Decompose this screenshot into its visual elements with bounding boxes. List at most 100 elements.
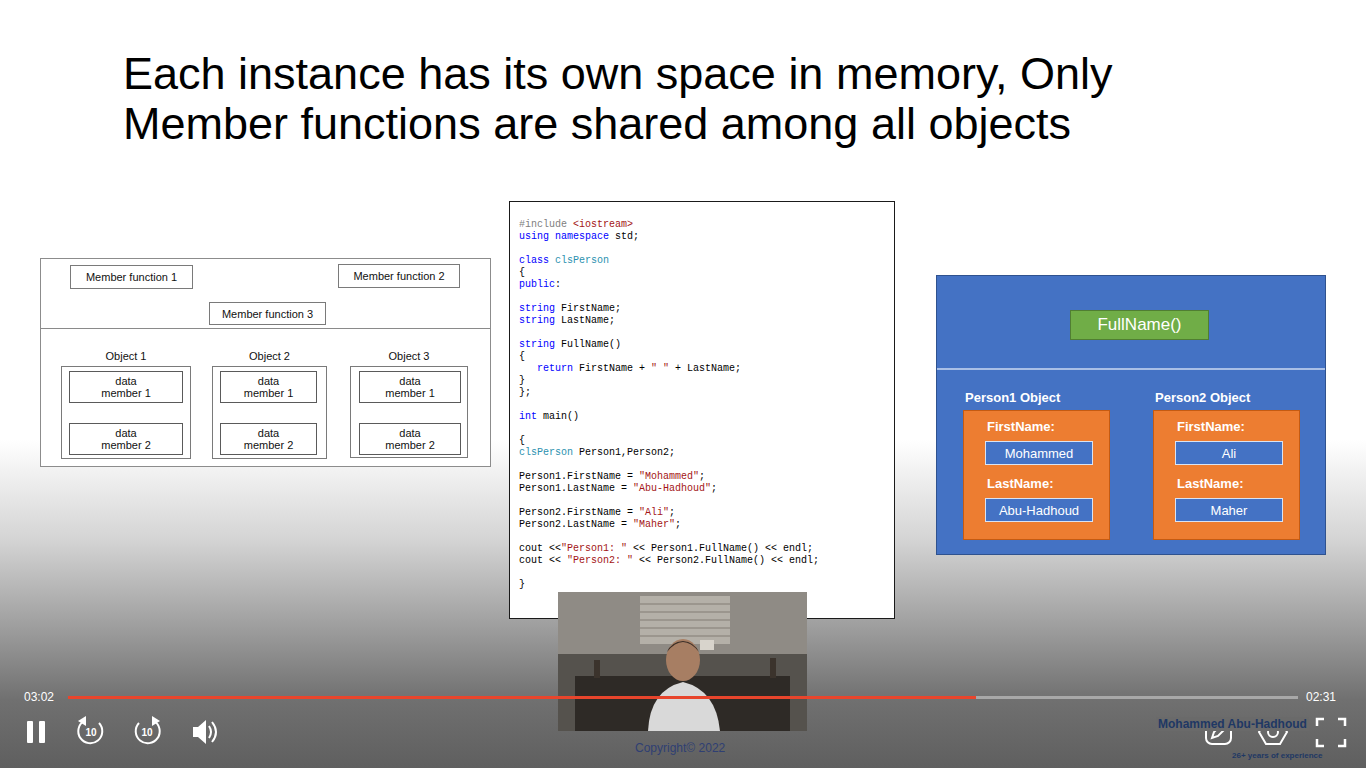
data-member-box: data member 1 bbox=[69, 371, 183, 403]
code-line: { bbox=[519, 351, 525, 363]
code-line: string LastName; bbox=[519, 315, 615, 327]
code-token: int bbox=[519, 411, 537, 422]
elapsed-time: 03:02 bbox=[24, 690, 54, 704]
code-token: "Person2: " bbox=[567, 555, 633, 566]
rewind-icon bbox=[78, 721, 102, 743]
code-line: #include <iostream> bbox=[519, 219, 633, 231]
memory-panel: FullName() Person1 ObjectFirstName: LastNa… bbox=[936, 275, 1326, 555]
value-box: Abu-Hadhoud bbox=[985, 498, 1093, 522]
code-line: }; bbox=[519, 387, 531, 399]
code-line: { bbox=[519, 435, 525, 447]
code-token: "Abu-Hadhoud" bbox=[633, 483, 711, 494]
box-label: data member 2 bbox=[242, 427, 296, 451]
box-label: Mohammed bbox=[1005, 446, 1074, 461]
object-box: Object 2data member 1data member 2 bbox=[212, 366, 327, 459]
code-line: class clsPerson bbox=[519, 255, 609, 267]
code-line: Person1.FirstName = "Mohammed"; bbox=[519, 471, 705, 483]
code-line: cout << "Person2: " << Person2.FullName(… bbox=[519, 555, 819, 567]
code-token: "Ali" bbox=[639, 507, 669, 518]
box-label: data member 1 bbox=[383, 375, 437, 399]
data-member-box: data member 1 bbox=[220, 371, 317, 403]
code-line: } bbox=[519, 579, 525, 591]
code-line: { bbox=[519, 267, 525, 279]
object-heading: Object 2 bbox=[213, 350, 326, 363]
box-label: data member 1 bbox=[99, 375, 153, 399]
code-token: class bbox=[519, 255, 549, 266]
box-label: Member function 2 bbox=[353, 270, 444, 282]
data-member-box: data member 2 bbox=[220, 423, 317, 455]
field-label: FirstName: bbox=[1177, 419, 1245, 435]
field-label: LastName: bbox=[987, 476, 1053, 492]
data-member-box: data member 1 bbox=[359, 371, 461, 403]
author-watermark: Mohammed Abu-Hadhoud bbox=[1156, 717, 1309, 731]
box-label: Ali bbox=[1222, 446, 1236, 461]
code-line: public: bbox=[519, 279, 561, 291]
code-token: "Mohammed" bbox=[639, 471, 699, 482]
field-label: LastName: bbox=[1177, 476, 1243, 492]
code-token: <iostream> bbox=[573, 219, 633, 230]
box-label: data member 2 bbox=[383, 427, 437, 451]
field-label: FirstName: bbox=[987, 419, 1055, 435]
code-token: string bbox=[519, 315, 555, 326]
value-box: Ali bbox=[1175, 441, 1283, 465]
value-box: Mohammed bbox=[985, 441, 1093, 465]
code-line: string FirstName; bbox=[519, 303, 621, 315]
data-member-box: data member 2 bbox=[69, 423, 183, 455]
object-box: Person1 ObjectFirstName:LastName:Mohamme… bbox=[963, 410, 1110, 540]
code-token: string bbox=[519, 303, 555, 314]
object-heading: Person2 Object bbox=[1155, 390, 1250, 406]
code-token: clsPerson bbox=[555, 255, 609, 266]
code-line: clsPerson Person1,Person2; bbox=[519, 447, 675, 459]
code-line: cout <<"Person1: " << Person1.FullName()… bbox=[519, 543, 813, 555]
code-token: public bbox=[519, 279, 555, 290]
object-heading: Person1 Object bbox=[965, 390, 1060, 406]
box-label: Member function 1 bbox=[86, 271, 177, 283]
box-label: Abu-Hadhoud bbox=[999, 503, 1079, 518]
code-token: clsPerson bbox=[519, 447, 573, 458]
forward-arrow bbox=[152, 716, 160, 726]
code-token: string bbox=[519, 339, 555, 350]
object-heading: Object 3 bbox=[351, 350, 467, 363]
code-line: int main() bbox=[519, 411, 579, 423]
fullscreen-icon bbox=[1317, 719, 1345, 746]
code-line: Person1.LastName = "Abu-Hadhoud"; bbox=[519, 483, 717, 495]
code-line: } bbox=[519, 375, 525, 387]
copyright-watermark: Copyright© 2022 bbox=[635, 741, 725, 755]
object-box: Object 1data member 1data member 2 bbox=[61, 366, 191, 459]
member-function-box: Member function 2 bbox=[338, 264, 460, 288]
code-line: using namespace std; bbox=[519, 231, 639, 243]
object-heading: Object 1 bbox=[62, 350, 190, 363]
code-listing: #include <iostream>using namespace std; c… bbox=[509, 201, 895, 619]
volume-icon bbox=[193, 720, 216, 744]
code-token: " " bbox=[651, 363, 669, 374]
box-label: Maher bbox=[1211, 503, 1248, 518]
box-label: FullName() bbox=[1097, 315, 1181, 335]
code-token: "Person1: " bbox=[561, 543, 627, 554]
box-label: Member function 3 bbox=[222, 308, 313, 320]
class-memory-panel: Member function 1 Member function 2 Member… bbox=[40, 258, 491, 467]
code-token: return bbox=[537, 363, 573, 374]
code-token: using namespace bbox=[519, 231, 609, 242]
member-function-box: Member function 1 bbox=[70, 265, 193, 289]
code-token: #include bbox=[519, 219, 567, 230]
slide-title: Each instance has its own space in memor… bbox=[123, 49, 1203, 149]
skip-seconds: 10 bbox=[135, 727, 159, 739]
data-member-box: data member 2 bbox=[359, 423, 461, 455]
code-line: return FirstName + " " + LastName; bbox=[519, 363, 741, 375]
code-token: "Maher" bbox=[633, 519, 675, 530]
author-experience: 26+ years of experience bbox=[1232, 751, 1323, 761]
pause-icon bbox=[27, 721, 45, 743]
object-box: Object 3data member 1data member 2 bbox=[350, 366, 468, 458]
code-line: string FullName() bbox=[519, 339, 621, 351]
shared-function-box: FullName() bbox=[1070, 310, 1209, 340]
code-line: Person2.FirstName = "Ali"; bbox=[519, 507, 675, 519]
value-box: Maher bbox=[1175, 498, 1283, 522]
code-line: Person2.LastName = "Maher"; bbox=[519, 519, 681, 531]
forward-icon bbox=[136, 721, 160, 743]
object-box: Person2 ObjectFirstName:LastName:AliMahe… bbox=[1153, 410, 1300, 540]
skip-seconds: 10 bbox=[79, 727, 103, 739]
rewind-arrow bbox=[78, 716, 86, 726]
box-label: data member 2 bbox=[99, 427, 153, 451]
remaining-time: 02:31 bbox=[1306, 690, 1336, 704]
